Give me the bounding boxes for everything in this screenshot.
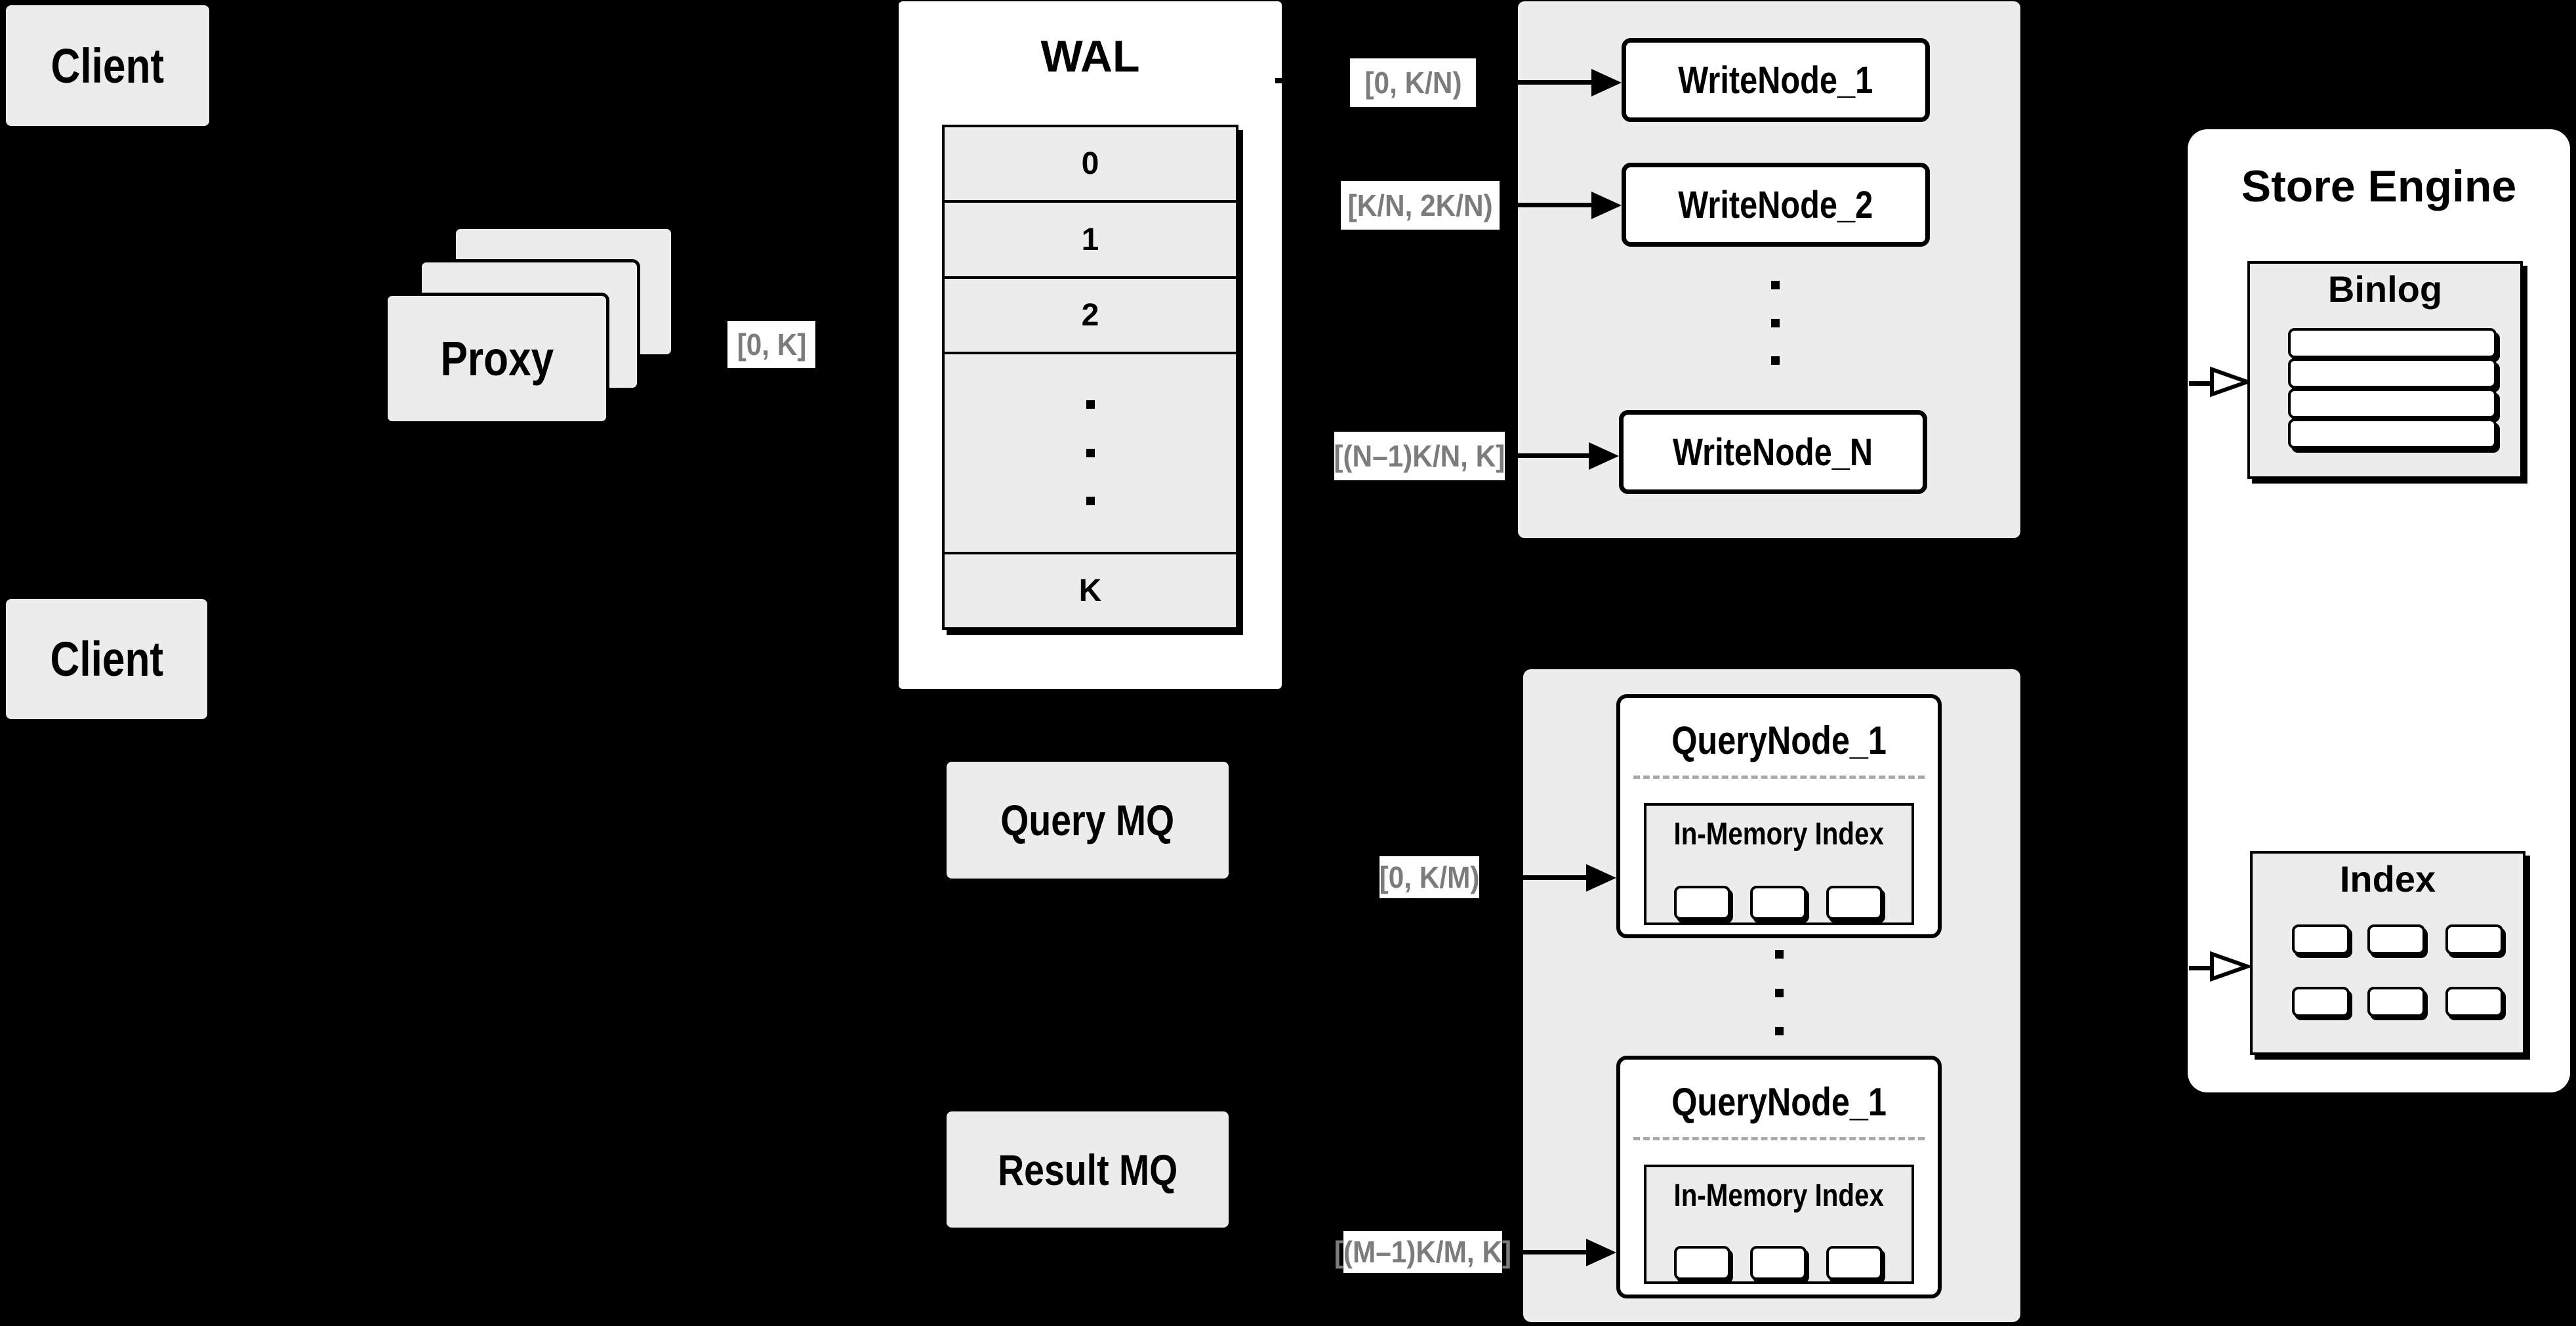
client-top-label: Client: [51, 38, 165, 93]
write-node-2: WriteNode_2: [1622, 163, 1930, 247]
index-box: Index: [2250, 851, 2525, 1055]
arrow-line-index: [2189, 966, 2218, 970]
wal-segment-row-ellipsis: [945, 354, 1236, 554]
segment-cell: [1750, 1246, 1807, 1280]
query-mq-node: Query MQ: [947, 762, 1229, 879]
index-title: Index: [2339, 858, 2436, 900]
range-label-querynode-m: [(M–1)K/M, K]: [1334, 1231, 1511, 1273]
arrowhead-icon: [1586, 864, 1616, 892]
wal-segment-row: 0: [945, 127, 1236, 203]
index-cell: [2292, 924, 2350, 955]
binlog-title: Binlog: [2327, 268, 2443, 310]
client-node-bottom: Client: [6, 599, 207, 719]
proxy-label: Proxy: [440, 331, 554, 386]
in-memory-index-box: In-Memory Index: [1644, 803, 1914, 925]
write-node-1: WriteNode_1: [1622, 38, 1930, 122]
write-node-n: WriteNode_N: [1619, 410, 1927, 494]
wal-title: WAL: [1040, 31, 1140, 81]
ellipsis-dots-icon: [1770, 281, 1780, 365]
segment-cell: [1750, 886, 1807, 920]
segment-cell: [1674, 886, 1730, 920]
index-cell: [2292, 987, 2350, 1017]
arrow-line-binlog: [2189, 381, 2218, 386]
range-label-writenode-1: [0, K/N): [1350, 58, 1476, 107]
arrowhead-icon: [1591, 69, 1622, 96]
store-engine-title: Store Engine: [2241, 161, 2517, 211]
index-cell: [2367, 987, 2425, 1017]
client-bottom-label: Client: [50, 632, 163, 686]
in-memory-index-title: In-Memory Index: [1673, 1178, 1885, 1213]
ellipsis-dots-icon: [1086, 400, 1095, 506]
query-node-1: QueryNode_1 In-Memory Index: [1616, 694, 1942, 938]
arrowhead-icon: [1589, 442, 1619, 470]
range-label-querynode-1: [0, K/M): [1380, 856, 1479, 898]
client-node-top: Client: [6, 5, 209, 126]
binlog-box: Binlog: [2247, 261, 2523, 479]
segment-cell: [1826, 1246, 1883, 1280]
arrow-line-querynode-m: [1502, 1250, 1586, 1254]
open-arrowhead-icon: [2210, 366, 2250, 398]
binlog-row: [2288, 328, 2497, 358]
in-memory-index-title: In-Memory Index: [1673, 816, 1885, 852]
proxy-node: Proxy: [384, 293, 609, 425]
arrow-line-writenode-1: [1476, 80, 1591, 85]
range-label-full: [0, K]: [727, 321, 815, 368]
wal-segment-row: K: [1078, 573, 1102, 608]
binlog-row: [2288, 419, 2497, 449]
in-memory-index-box: In-Memory Index: [1644, 1165, 1914, 1284]
index-cell: [2367, 924, 2425, 955]
store-engine-panel: Store Engine Binlog Index: [2188, 129, 2570, 1092]
result-mq-node: Result MQ: [947, 1111, 1229, 1228]
wal-segment-table: 0 1 2 K: [942, 125, 1238, 630]
wal-panel: WAL 0 1 2 K: [899, 1, 1282, 689]
index-cell: [2445, 987, 2503, 1017]
range-label-writenode-n: [(N–1)K/N, K]: [1334, 432, 1505, 480]
binlog-row: [2288, 388, 2497, 419]
query-node-1-title: QueryNode_1: [1671, 718, 1887, 762]
range-label-writenode-2: [K/N, 2K/N): [1341, 181, 1500, 230]
segment-cell: [1674, 1246, 1730, 1280]
arrow-line-querynode-1: [1479, 875, 1586, 880]
arrowhead-icon: [1591, 192, 1622, 219]
ellipsis-dots-icon: [1774, 950, 1784, 1035]
segment-cell: [1826, 886, 1883, 920]
binlog-row: [2288, 358, 2497, 388]
dashed-separator: [1633, 776, 1925, 779]
arrowhead-icon: [1586, 1239, 1616, 1266]
open-arrowhead-icon: [2210, 951, 2250, 982]
query-node-m: QueryNode_1 In-Memory Index: [1616, 1056, 1942, 1298]
wal-segment-row: 2: [945, 279, 1236, 355]
arrow-line-writenode-2: [1501, 203, 1591, 207]
wal-segment-row: 1: [945, 203, 1236, 279]
wal-connector-stub: [1275, 78, 1286, 83]
index-cell: [2445, 924, 2503, 955]
dashed-separator: [1633, 1137, 1925, 1140]
query-node-m-title: QueryNode_1: [1671, 1079, 1887, 1124]
arrow-line-writenode-n: [1506, 453, 1589, 458]
